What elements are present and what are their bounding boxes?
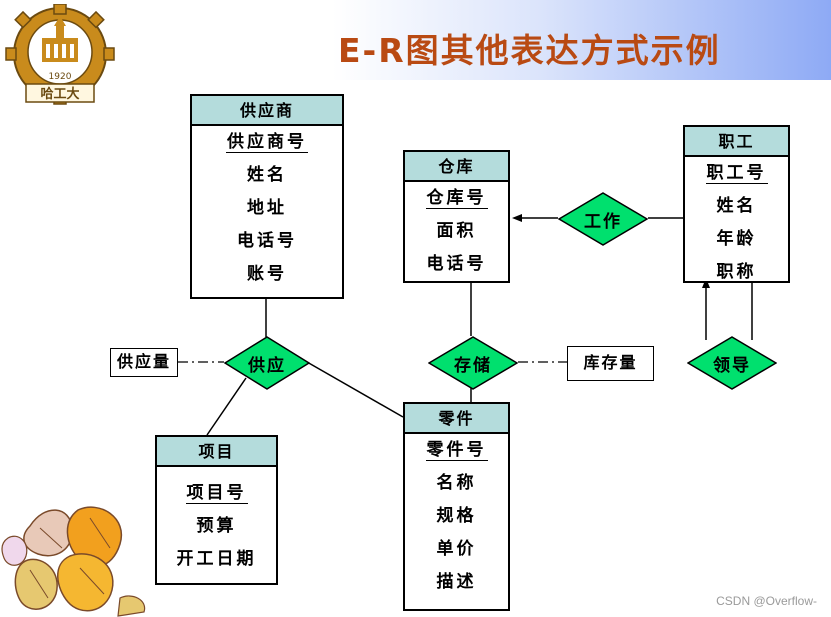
entity-part-attributes: 零件号 名称 规格 单价 描述 — [405, 434, 508, 599]
entity-employee-attributes: 职工号 姓名 年龄 职称 — [685, 157, 788, 289]
relationship-lead-label: 领导 — [713, 355, 751, 376]
attribute: 地址 — [247, 198, 287, 218]
attribute: 描述 — [436, 572, 477, 592]
entity-supplier: 供应商 供应商号 姓名 地址 电话号 账号 — [190, 94, 344, 299]
entity-part-name: 零件 — [405, 404, 508, 434]
relationship-work-label: 工作 — [584, 211, 622, 232]
attribute: 单价 — [436, 539, 477, 559]
entity-project-attributes: 项目号 预算 开工日期 — [157, 467, 276, 576]
attribute: 职称 — [716, 262, 757, 282]
attribute-key: 项目号 — [157, 477, 276, 510]
title-banner — [0, 0, 831, 80]
arrowhead-warehouse — [512, 214, 522, 222]
diamond-shape — [687, 336, 777, 390]
university-logo: 1920 哈工大 — [5, 4, 115, 105]
attribute: 姓名 — [716, 196, 757, 216]
entity-project-name: 项目 — [157, 437, 276, 467]
attribute-key-text: 供应商号 — [226, 132, 308, 153]
arrowhead-employee — [702, 278, 710, 288]
line-supply-part — [306, 361, 404, 418]
entity-warehouse-name: 仓库 — [405, 152, 508, 182]
attribute: 开工日期 — [176, 549, 257, 569]
attribute: 规格 — [436, 506, 477, 526]
relationship-store: 存储 — [428, 336, 518, 390]
relationship-supply-label: 供应 — [248, 355, 286, 376]
attribute-key-text: 仓库号 — [425, 188, 488, 209]
relationship-store-label: 存储 — [454, 355, 492, 376]
attribute-key-text: 零件号 — [425, 440, 488, 461]
svg-text:哈工大: 哈工大 — [40, 86, 79, 102]
entity-employee-name: 职工 — [685, 127, 788, 157]
attribute-key: 供应商号 — [192, 126, 342, 159]
entity-warehouse-attributes: 仓库号 面积 电话号 — [405, 182, 508, 281]
attribute-key-text: 职工号 — [705, 163, 768, 184]
relationship-supply: 供应 — [224, 336, 310, 390]
relationship-work: 工作 — [558, 192, 648, 246]
attribute: 电话号 — [426, 254, 487, 274]
entity-project: 项目 项目号 预算 开工日期 — [155, 435, 278, 585]
svg-text:1920: 1920 — [49, 72, 72, 82]
diamond-shape — [558, 192, 648, 246]
attribute: 年龄 — [716, 229, 757, 249]
attribute: 姓名 — [247, 165, 287, 185]
leaf-decoration — [1, 506, 146, 617]
slide-title: E-R图其他表达方式示例 — [338, 31, 721, 70]
attribute: 名称 — [436, 473, 477, 493]
diamond-shape — [224, 336, 310, 390]
entity-supplier-attributes: 供应商号 姓名 地址 电话号 账号 — [192, 126, 342, 291]
attribute-supply-quantity: 供应量 — [110, 348, 178, 377]
line-supply-project — [206, 377, 247, 436]
entity-employee: 职工 职工号 姓名 年龄 职称 — [683, 125, 790, 283]
attribute-key: 仓库号 — [405, 182, 508, 215]
watermark: CSDN @Overflow- — [716, 594, 817, 608]
attribute: 面积 — [436, 221, 477, 241]
entity-supplier-name: 供应商 — [192, 96, 342, 126]
entity-warehouse: 仓库 仓库号 面积 电话号 — [403, 150, 510, 283]
attribute: 账号 — [247, 264, 287, 284]
attribute: 预算 — [196, 516, 237, 536]
relationship-lead: 领导 — [687, 336, 777, 390]
entity-part: 零件 零件号 名称 规格 单价 描述 — [403, 402, 510, 611]
attribute-key: 零件号 — [405, 434, 508, 467]
attribute: 电话号 — [237, 231, 297, 251]
attribute-stock-quantity: 库存量 — [567, 346, 654, 381]
attribute-key-text: 项目号 — [185, 483, 248, 504]
diamond-shape — [428, 336, 518, 390]
attribute-key: 职工号 — [685, 157, 788, 190]
